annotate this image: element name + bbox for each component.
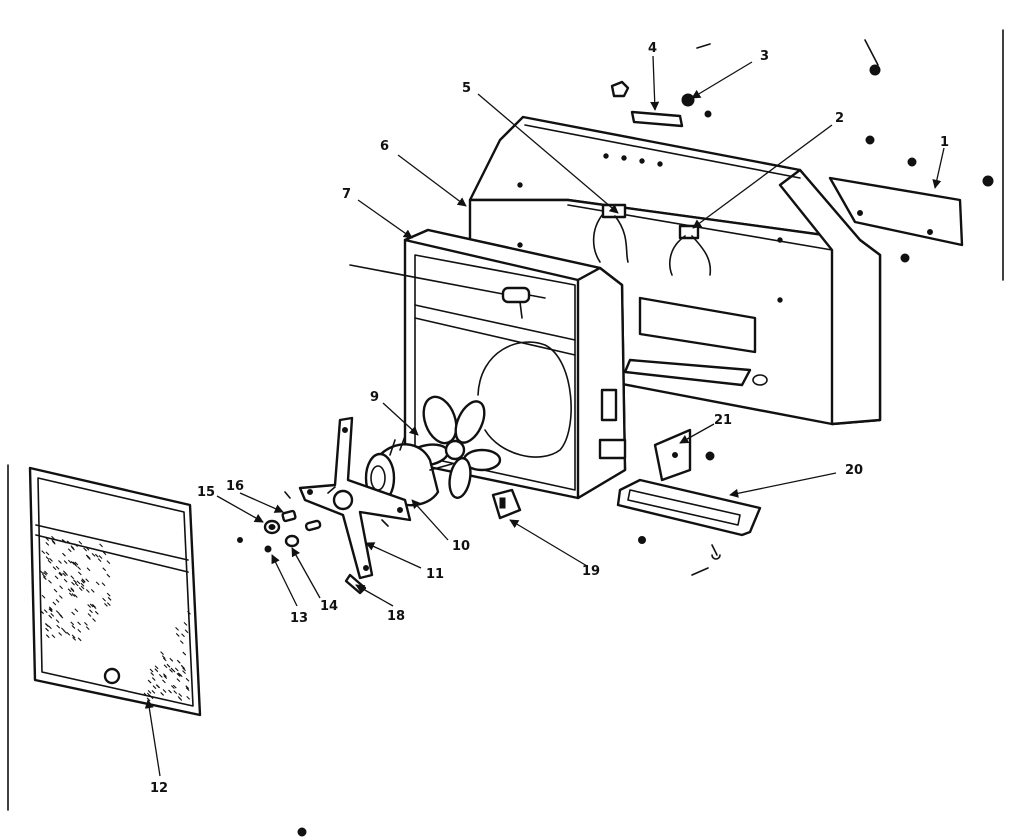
mounting-bracket (653, 428, 692, 482)
callout-7: 7 (342, 187, 351, 202)
callout-15: 15 (197, 485, 215, 500)
callout-11: 11 (426, 567, 444, 582)
side-panel (828, 176, 964, 247)
callout-16: 16 (226, 479, 244, 494)
callout-12: 12 (150, 781, 168, 796)
front-grille (28, 466, 202, 717)
callout-13: 13 (290, 611, 308, 626)
callout-3: 3 (760, 49, 769, 64)
callout-14: 14 (320, 599, 338, 614)
loose-screws (297, 39, 994, 837)
callout-2: 2 (835, 111, 844, 126)
top-plate (630, 110, 684, 128)
callout-19: 19 (582, 564, 600, 579)
callout-9: 9 (370, 390, 379, 405)
callout-1: 1 (940, 135, 949, 150)
callout-5: 5 (462, 81, 471, 96)
callout-18: 18 (387, 609, 405, 624)
motor-bracket (298, 416, 412, 580)
callout-21: 21 (714, 413, 732, 428)
callout-10: 10 (452, 539, 470, 554)
motor-hardware (237, 486, 389, 595)
callout-4: 4 (648, 41, 657, 56)
terminal-block (491, 488, 522, 520)
callout-20: 20 (845, 463, 863, 478)
callout-labels: 1 2 3 4 5 6 7 9 10 11 12 13 14 15 16 18 … (150, 41, 949, 796)
callout-6: 6 (380, 139, 389, 154)
drip-tray (616, 478, 762, 537)
leader-lines (144, 55, 945, 777)
